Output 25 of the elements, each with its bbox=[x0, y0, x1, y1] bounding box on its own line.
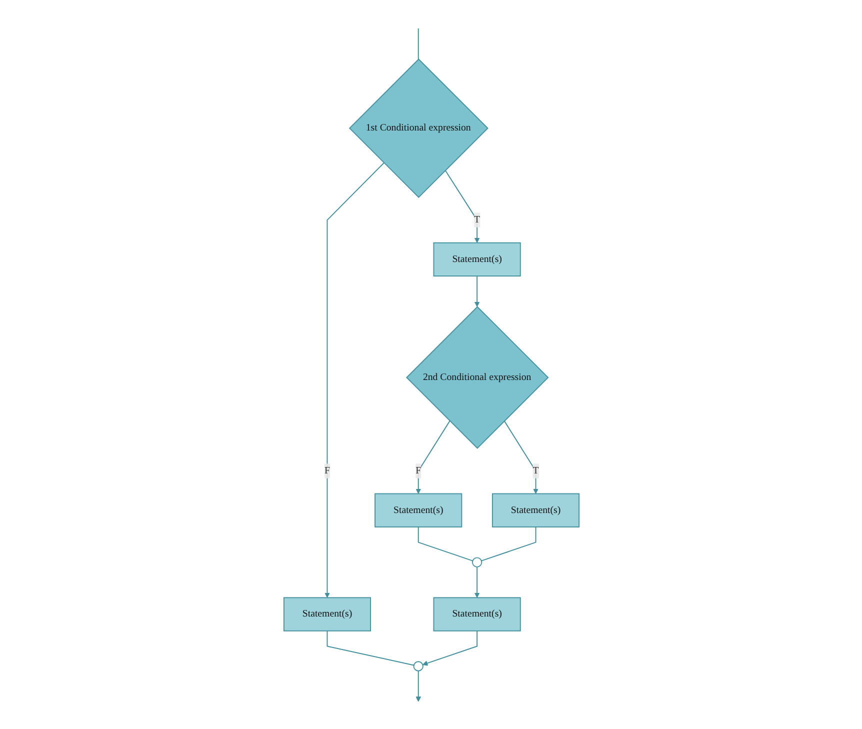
node-circle bbox=[471, 556, 482, 567]
arrow bbox=[474, 275, 480, 307]
connector bbox=[326, 630, 414, 666]
edge-label: T bbox=[532, 464, 538, 476]
node-box: Statement(s) bbox=[374, 492, 462, 527]
arrow bbox=[324, 162, 384, 598]
arrow bbox=[415, 670, 421, 702]
connector bbox=[480, 526, 536, 561]
node-box: Statement(s) bbox=[432, 596, 520, 631]
node-diamond: 1st Conditional expression bbox=[348, 58, 488, 198]
arrow bbox=[422, 630, 478, 666]
connector bbox=[417, 526, 473, 561]
node-circle bbox=[412, 660, 423, 671]
edge-label: F bbox=[324, 464, 330, 476]
node-box: Statement(s) bbox=[432, 242, 520, 276]
arrow bbox=[474, 566, 480, 598]
node-box: Statement(s) bbox=[491, 492, 580, 527]
node-diamond: 2nd Conditional expression bbox=[406, 306, 548, 448]
edge-label: F bbox=[415, 464, 421, 476]
arrow bbox=[444, 169, 480, 243]
connector bbox=[417, 27, 418, 60]
node-box: Statement(s) bbox=[282, 596, 371, 631]
edge-label: T bbox=[474, 214, 480, 224]
arrow bbox=[415, 420, 450, 494]
arrow bbox=[503, 420, 538, 494]
